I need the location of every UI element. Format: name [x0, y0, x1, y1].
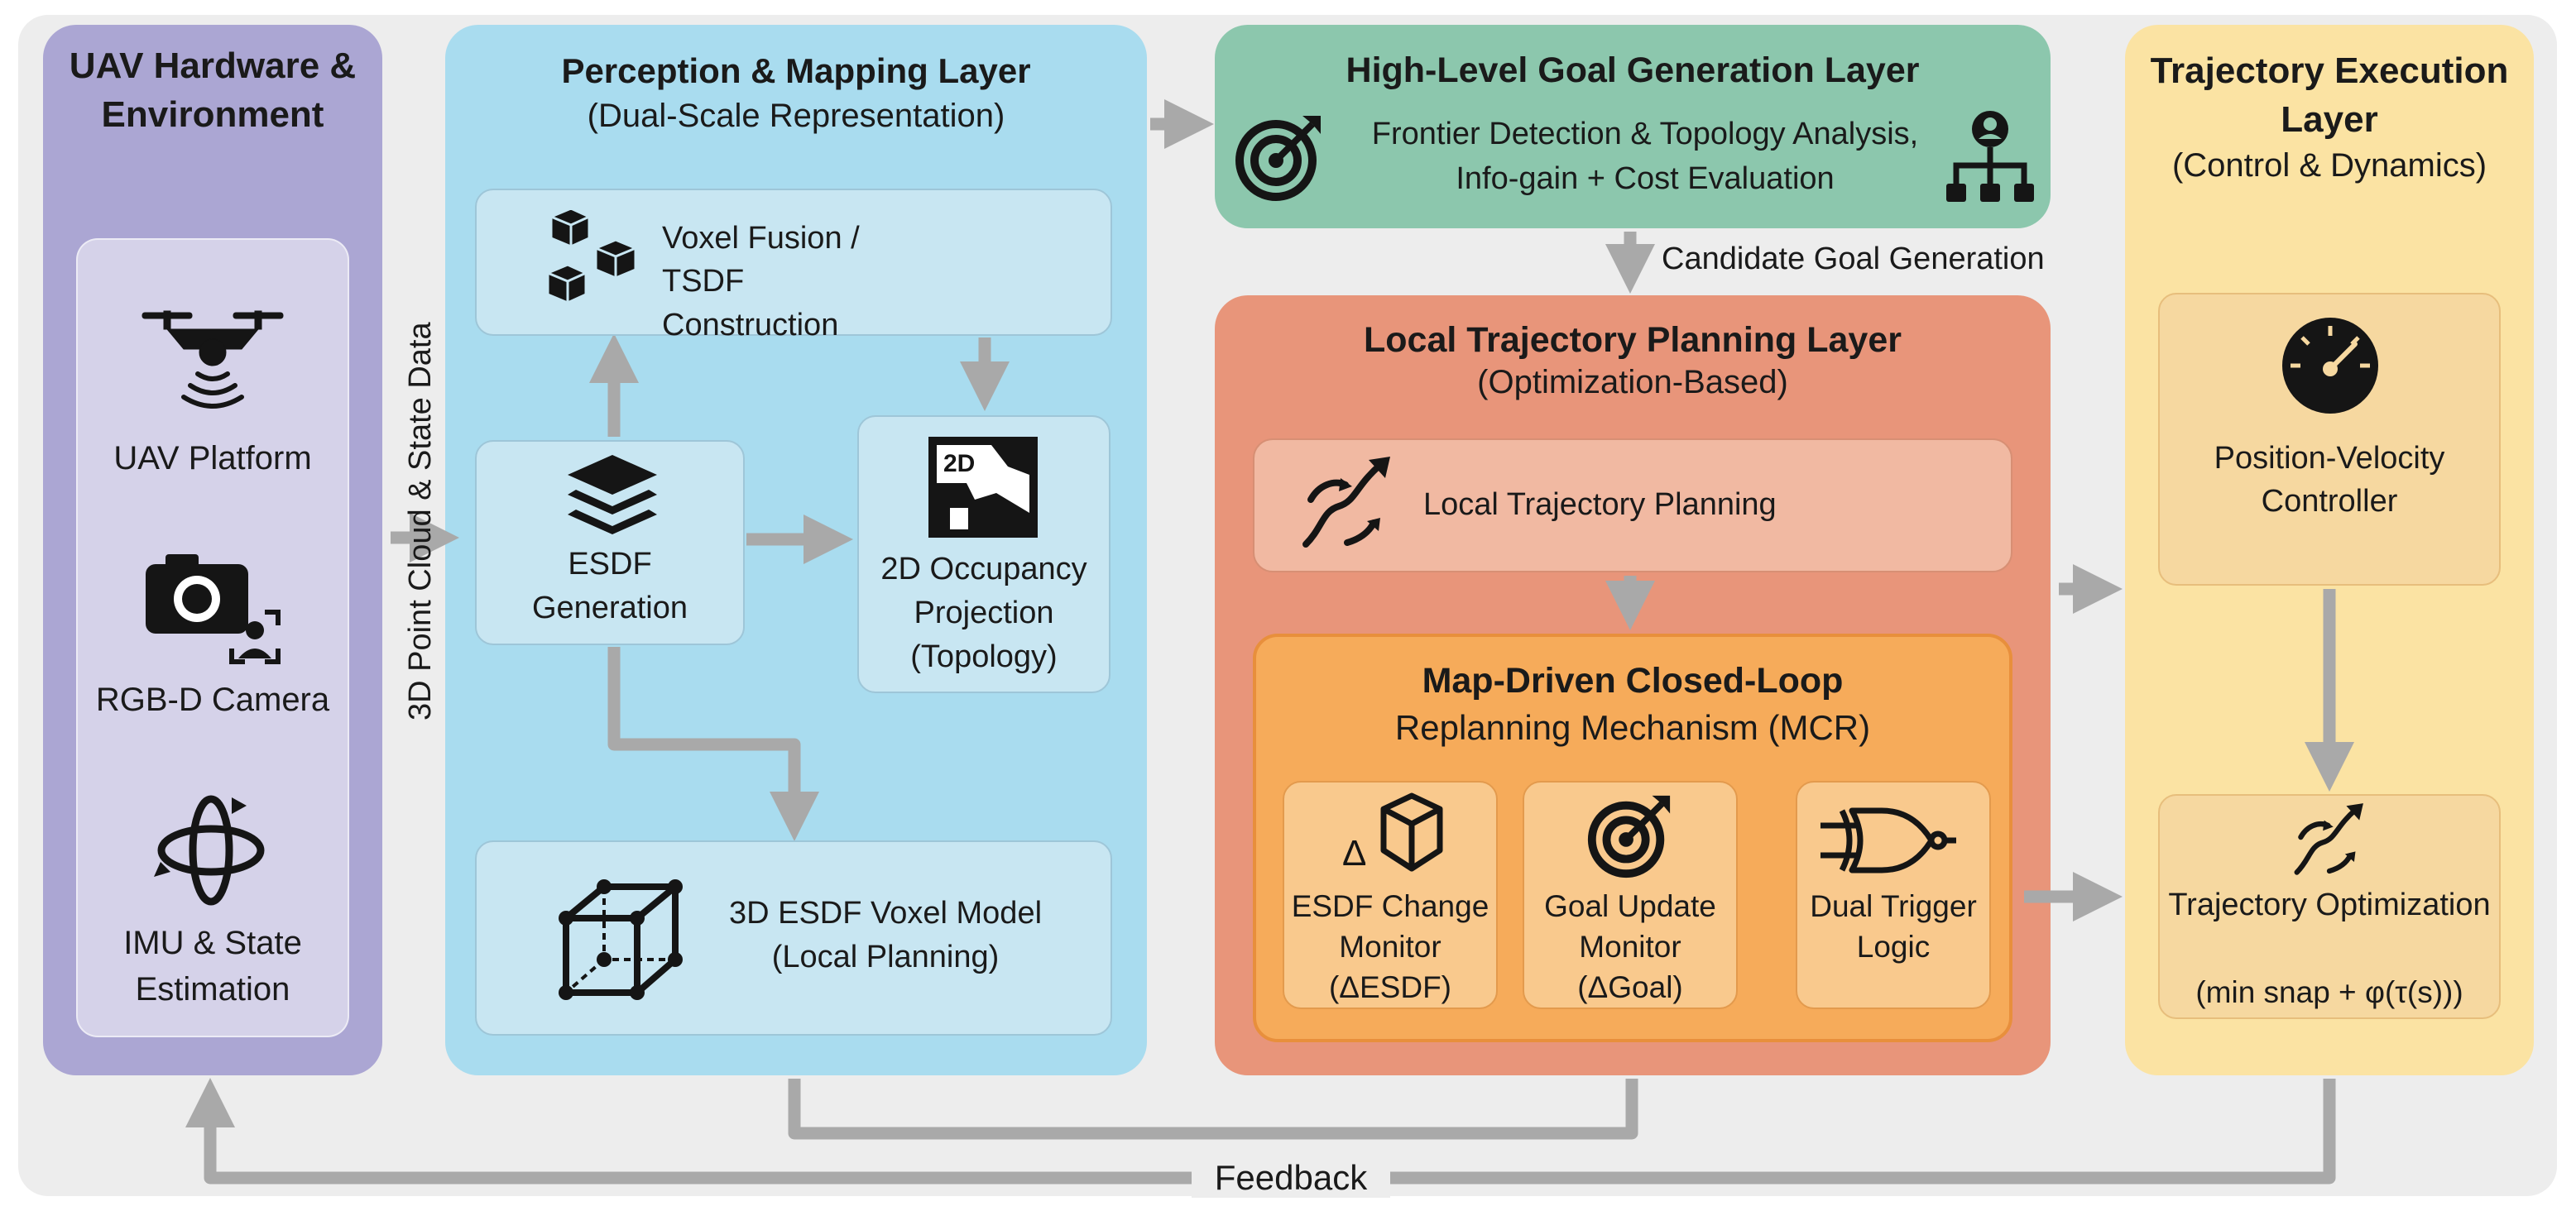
trigger-logic-label: Dual Trigger Logic	[1810, 889, 1977, 964]
arrow-esdf-to-model	[607, 647, 819, 841]
esdf-model-box	[475, 840, 1112, 1036]
edge-label-point-cloud: 3D Point Cloud & State Data	[403, 322, 438, 720]
controller-label: Position-Velocity Controller	[2214, 441, 2445, 519]
execution-subtitle: (Control & Dynamics)	[2171, 147, 2487, 184]
goal-title: High-Level Goal Generation Layer	[1346, 50, 1920, 90]
trajectory-icon	[2294, 803, 2363, 875]
drone-icon	[142, 310, 284, 409]
local-planning-label: Local Trajectory Planning	[1423, 487, 1777, 522]
goal-generation-layer	[1215, 25, 2051, 228]
hierarchy-icon	[1946, 111, 2034, 202]
esdf-model-label: 3D ESDF Voxel Model (Local Planning)	[728, 896, 1043, 975]
esdf-monitor-box	[1283, 781, 1498, 1009]
goal-detail-line1: Frontier Detection & Topology Analysis,	[1371, 117, 1919, 151]
imu-icon	[154, 795, 265, 906]
feedback-line-right	[1390, 1079, 2336, 1185]
delta-glyph: Δ	[1342, 833, 1366, 874]
esdf-generation-label: ESDF Generation	[531, 547, 688, 626]
optimization-label: Trajectory Optimization	[2168, 888, 2491, 922]
voxel-model-icon	[559, 879, 683, 1000]
target-icon	[1235, 116, 1321, 201]
occupancy-map-icon: 2D	[928, 437, 1038, 538]
voxel-cubes-icon	[546, 207, 637, 304]
planning-title: Local Trajectory Planning Layer	[1364, 320, 1902, 360]
planning-subtitle: (Optimization-Based)	[1477, 364, 1788, 400]
hardware-title: UAV Hardware & Environment	[69, 45, 357, 136]
occupancy-projection-label: 2D Occupancy Projection (Topology)	[880, 552, 1087, 675]
voxel-fusion-label: Voxel Fusion / TSDF Construction	[662, 221, 860, 342]
esdf-monitor-label: ESDF Change Monitor (ΔESDF)	[1291, 889, 1489, 1004]
goal-monitor-label: Goal Update Monitor (ΔGoal)	[1544, 889, 1716, 1004]
feedback-label: Feedback	[1192, 1158, 1390, 1198]
speedometer-icon	[2282, 318, 2378, 414]
occupancy-badge: 2D	[943, 450, 975, 477]
mcr-subtitle: Replanning Mechanism (MCR)	[1394, 708, 1871, 747]
optimization-formula: (min snap + φ(τ(s)))	[2195, 975, 2463, 1009]
mcr-title: Map-Driven Closed-Loop	[1422, 661, 1844, 701]
trajectory-icon	[1302, 457, 1390, 548]
feedback-line-left	[185, 1078, 1192, 1185]
camera-icon	[146, 554, 281, 664]
hardware-item-uav: UAV Platform	[113, 440, 312, 476]
hardware-item-camera: RGB-D Camera	[95, 682, 330, 718]
hardware-item-imu: IMU & State Estimation	[123, 925, 302, 1008]
layers-icon	[568, 455, 657, 534]
target-icon	[1587, 795, 1671, 878]
execution-title: Trajectory Execution Layer	[2150, 50, 2509, 141]
perception-title: Perception & Mapping Layer	[561, 51, 1031, 90]
optimization-box	[2158, 794, 2501, 1019]
logic-gate-icon	[1820, 807, 1956, 874]
edge-label-candidate-goal: Candidate Goal Generation	[1662, 242, 2045, 276]
perception-subtitle: (Dual-Scale Representation)	[587, 98, 1005, 134]
goal-detail-line2: Info-gain + Cost Evaluation	[1456, 161, 1835, 196]
delta-cube-icon: Δ	[1342, 792, 1443, 874]
connector-perception-planning-loop	[788, 1079, 1638, 1140]
trigger-logic-box	[1796, 781, 1991, 1009]
